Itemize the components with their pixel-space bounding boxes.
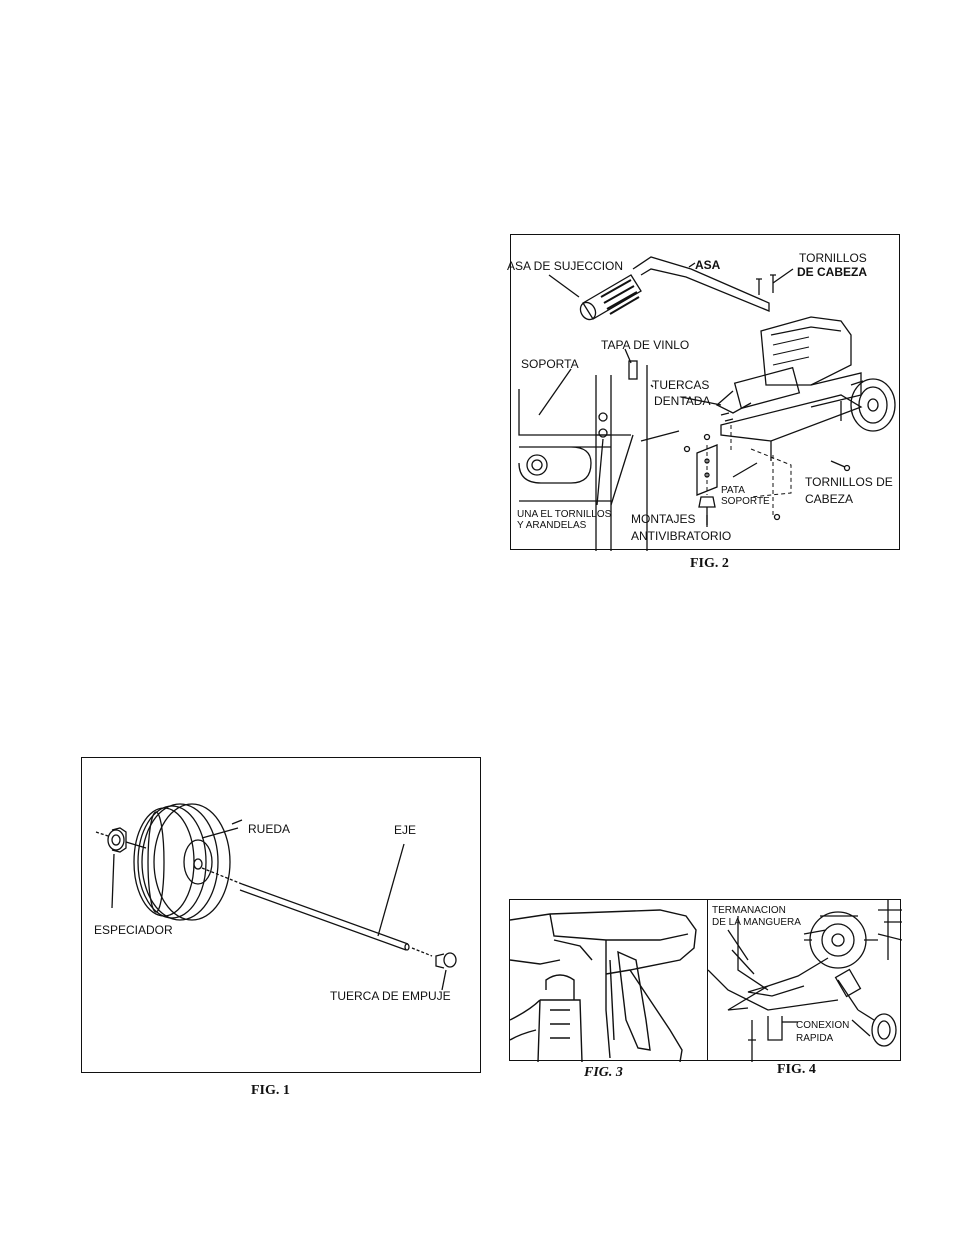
label-eje: EJE [394,824,416,837]
spray-gun-drawing [510,910,696,1062]
chassis-drawing [721,395,861,441]
label-rapida: RAPIDA [796,1033,833,1044]
label-asa: ASA [695,259,720,272]
label-y-arandelas: Y ARANDELAS [517,520,586,531]
label-tornillos-de: TORNILLOS DE [805,476,893,489]
vinyl-cap-drawing [629,361,637,379]
figure-1-illustration [82,758,482,1074]
figure-1-panel: RUEDA EJE ESPECIADOR TUERCA DE EMPUJE [81,757,481,1073]
label-soporte: SOPORTE [721,496,770,507]
label-soporta: SOPORTA [521,358,579,371]
base-drawing [748,1016,798,1062]
label-cabeza: CABEZA [805,493,853,506]
figure-2-caption: FIG. 2 [690,556,729,572]
label-dentada: DENTADA [654,395,710,408]
figure-3-panel [509,899,709,1061]
axle-drawing [202,844,409,950]
quick-connect-drawing [836,969,896,1046]
handle-grip-drawing [577,275,641,322]
figure-4-caption: FIG. 4 [777,1062,816,1078]
wheel-drawing [134,804,242,920]
compressor-drawing [717,317,861,413]
figure-4-panel: TERMANACION DE LA MANGUERA CONEXION RAPI… [707,899,901,1061]
label-rueda: RUEDA [248,823,290,836]
label-pata: PATA [721,485,745,496]
label-conexion: CONEXION [796,1020,849,1031]
label-montajes: MONTAJES [631,513,695,526]
hose-connector-drawing [510,975,582,1062]
label-tornillos-top: TORNILLOS [799,252,867,265]
label-asa-de-sujeccion: ASA DE SUJECCION [507,260,623,273]
label-de-cabeza-top: DE CABEZA [797,266,867,279]
label-tuerca-de-empuje: TUERCA DE EMPUJE [330,990,451,1003]
pump-head-drawing [804,900,902,968]
label-especiador: ESPECIADOR [94,924,173,937]
figure-1-caption: FIG. 1 [251,1083,290,1099]
label-termanacion: TERMANACION [712,905,786,916]
label-de-la-manguera: DE LA MANGUERA [712,917,801,928]
label-una-el-tornillos: UNA EL TORNILLOS [517,509,611,520]
push-nut-drawing [412,948,456,990]
figure-3-caption: FIG. 3 [584,1065,623,1081]
hose-end-drawing [708,916,838,1010]
label-tapa-de-vinlo: TAPA DE VINLO [601,339,689,352]
label-tuercas: TUERCAS [652,379,709,392]
figure-2-panel: ASA DE SUJECCION ASA TORNILLOS DE CABEZA… [510,234,900,550]
figure-3-illustration [510,900,710,1062]
support-bracket-drawing [596,375,611,551]
label-antivibratorio: ANTIVIBRATORIO [631,530,731,543]
head-bolt-drawing [756,275,776,295]
